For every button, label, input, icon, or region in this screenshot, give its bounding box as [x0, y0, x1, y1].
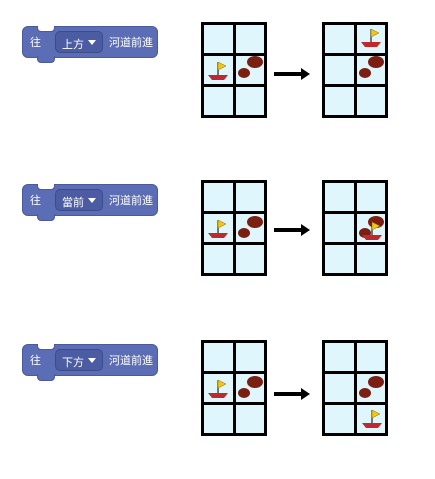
arrow-right-icon: [274, 224, 310, 236]
rock-icon: [359, 56, 384, 78]
direction-value: 下方: [62, 356, 84, 369]
rock-icon: [238, 376, 263, 398]
chevron-down-icon: [88, 40, 96, 45]
direction-value: 上方: [62, 38, 84, 51]
block-notch: [37, 184, 55, 190]
block-suffix-label: 河道前進: [109, 194, 153, 207]
arrow-right-icon: [274, 68, 310, 80]
after-grid: [322, 22, 388, 118]
direction-dropdown[interactable]: 上方: [55, 31, 103, 53]
direction-dropdown[interactable]: 下方: [55, 349, 103, 371]
block-tab: [37, 214, 55, 221]
block-suffix-label: 河道前進: [109, 354, 153, 367]
rock-icon: [359, 376, 384, 398]
block-notch: [37, 26, 55, 32]
move-block-down[interactable]: 往 下方 河道前進: [22, 344, 158, 381]
block-notch: [37, 344, 55, 350]
boat-icon: [362, 409, 382, 428]
example-row-current: 往 當前 河道前進: [0, 158, 435, 276]
rock-icon: [238, 216, 263, 238]
after-grid: [322, 340, 388, 436]
block-prefix-label: 往: [30, 354, 41, 367]
after-grid: [322, 180, 388, 276]
boat-icon: [361, 28, 381, 47]
block-tab: [37, 56, 55, 63]
boat-icon: [208, 219, 228, 238]
boat-icon: [208, 61, 228, 80]
block-tab: [37, 374, 55, 381]
block-prefix-label: 往: [30, 36, 41, 49]
move-block-up[interactable]: 往 上方 河道前進: [22, 26, 158, 63]
rock-icon: [238, 56, 263, 78]
move-block-current[interactable]: 往 當前 河道前進: [22, 184, 158, 221]
direction-dropdown[interactable]: 當前: [55, 189, 103, 211]
chevron-down-icon: [88, 358, 96, 363]
block-suffix-label: 河道前進: [109, 36, 153, 49]
before-grid: [201, 180, 267, 276]
example-row-down: 往 下方 河道前進: [0, 318, 435, 436]
block-prefix-label: 往: [30, 194, 41, 207]
chevron-down-icon: [88, 198, 96, 203]
boat-icon: [362, 221, 382, 240]
example-row-up: 往 上方 河道前進: [0, 0, 435, 118]
arrow-right-icon: [274, 388, 310, 400]
direction-value: 當前: [62, 196, 84, 209]
boat-icon: [208, 379, 228, 398]
